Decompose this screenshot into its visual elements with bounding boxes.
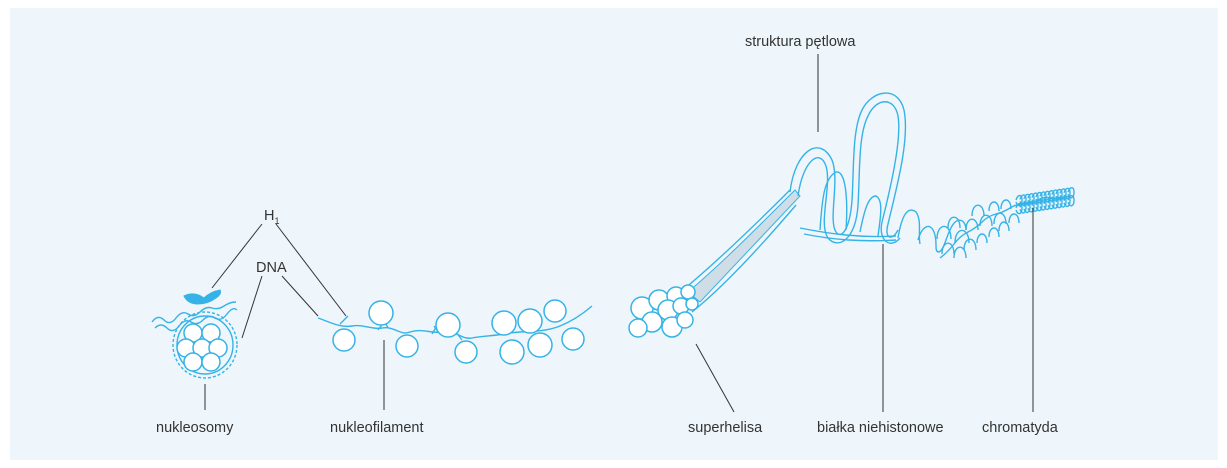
loop-structure — [790, 93, 1074, 258]
nucleofilament-bead — [333, 329, 355, 351]
superhelix-bead — [629, 319, 647, 337]
small-loop — [1009, 214, 1019, 223]
nucleofilament-bead — [369, 301, 393, 325]
nucleofilament-bead — [436, 313, 460, 337]
small-loop — [980, 215, 992, 226]
histone-bead — [184, 353, 202, 371]
histone-bead — [202, 353, 220, 371]
nucleofilament-bead — [562, 328, 584, 350]
small-loop — [942, 243, 954, 254]
label-bialka-niehistonowe: białka niehistonowe — [817, 420, 944, 436]
nucleofilament-bead — [518, 309, 542, 333]
nucleofilament-bead — [455, 341, 477, 363]
small-loop — [966, 219, 978, 230]
label-h1: H1 — [264, 208, 280, 226]
small-loop — [989, 202, 999, 211]
label-nukleosomy: nukleosomy — [156, 420, 234, 436]
small-loop — [964, 239, 976, 250]
label-struktura-petlowa: struktura pętlowa — [745, 34, 856, 50]
label-nukleofilament: nukleofilament — [330, 420, 424, 436]
superhelix-bead — [686, 298, 698, 310]
small-loop — [972, 205, 984, 216]
nucleofilament-bead — [544, 300, 566, 322]
superhelix — [629, 190, 800, 337]
label-dna: DNA — [256, 260, 287, 276]
leader-lines — [205, 54, 1033, 412]
nucleofilament-bead — [500, 340, 524, 364]
small-loop — [977, 234, 987, 243]
h1-protein-blob — [184, 290, 221, 304]
superhelix-bead — [681, 285, 695, 299]
nucleofilament-bead — [396, 335, 418, 357]
nucleofilament — [318, 300, 592, 364]
small-loop — [999, 222, 1009, 231]
nucleofilament-bead — [492, 311, 516, 335]
nucleofilament-bead — [528, 333, 552, 357]
small-loop — [989, 228, 999, 237]
nucleosome-cluster — [152, 290, 237, 378]
label-chromatyda: chromatyda — [982, 420, 1059, 436]
superhelix-bead — [677, 312, 693, 328]
label-superhelisa: superhelisa — [688, 420, 763, 436]
